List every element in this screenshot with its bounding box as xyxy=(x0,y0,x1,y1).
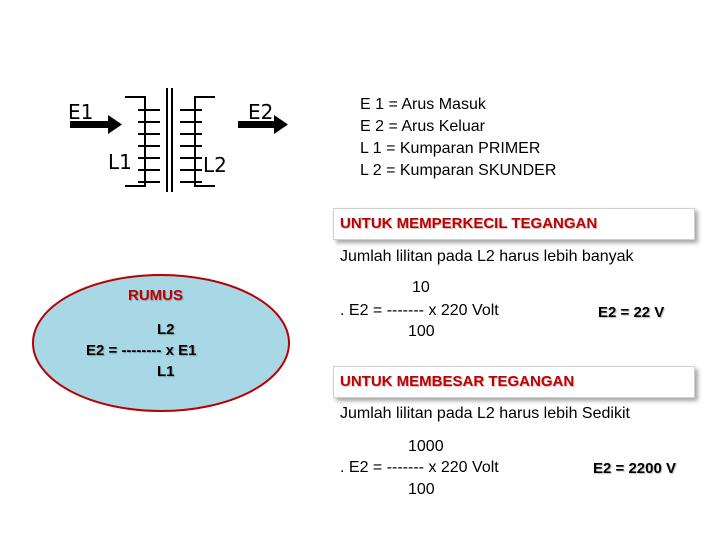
transformer-core xyxy=(166,88,173,192)
secondary-coil xyxy=(180,96,215,187)
numerator-step-down: 10 xyxy=(412,279,430,296)
description-step-down: Jumlah lilitan pada L2 harus lebih banya… xyxy=(340,248,634,265)
result-step-down: E2 = 22 V xyxy=(598,304,665,321)
heading-step-down: UNTUK MEMPERKECIL TEGANGAN xyxy=(333,208,695,240)
denominator-step-down: 100 xyxy=(408,323,435,340)
label-e1: E1 xyxy=(68,100,94,124)
transformer-diagram xyxy=(70,88,288,192)
numerator-step-up: 1000 xyxy=(408,438,444,455)
legend-e1: E 1 = Arus Masuk xyxy=(360,96,486,113)
label-e2: E2 xyxy=(248,100,274,124)
formula-title: RUMUS xyxy=(128,287,183,304)
input-arrow-icon xyxy=(70,115,122,134)
legend-l1: L 1 = Kumparan PRIMER xyxy=(360,140,541,157)
equation-step-up: . E2 = ------- x 220 Volt xyxy=(340,459,499,476)
primary-coil xyxy=(125,96,160,187)
label-l2: L2 xyxy=(203,153,227,177)
formula-denominator: L1 xyxy=(157,363,175,380)
description-step-up: Jumlah lilitan pada L2 harus lebih Sedik… xyxy=(340,405,630,422)
output-arrow-icon xyxy=(238,115,288,134)
heading-step-up: UNTUK MEMBESAR TEGANGAN xyxy=(333,366,695,398)
legend-e2: E 2 = Arus Keluar xyxy=(360,118,485,135)
label-l1: L1 xyxy=(108,150,132,174)
legend-l2: L 2 = Kumparan SKUNDER xyxy=(360,162,557,179)
equation-step-down: . E2 = ------- x 220 Volt xyxy=(340,302,499,319)
formula-ellipse xyxy=(32,274,290,412)
formula-numerator: L2 xyxy=(157,321,175,338)
result-step-up: E2 = 2200 V xyxy=(593,460,676,477)
formula-equation: E2 = -------- x E1 xyxy=(86,342,197,359)
denominator-step-up: 100 xyxy=(408,481,435,498)
